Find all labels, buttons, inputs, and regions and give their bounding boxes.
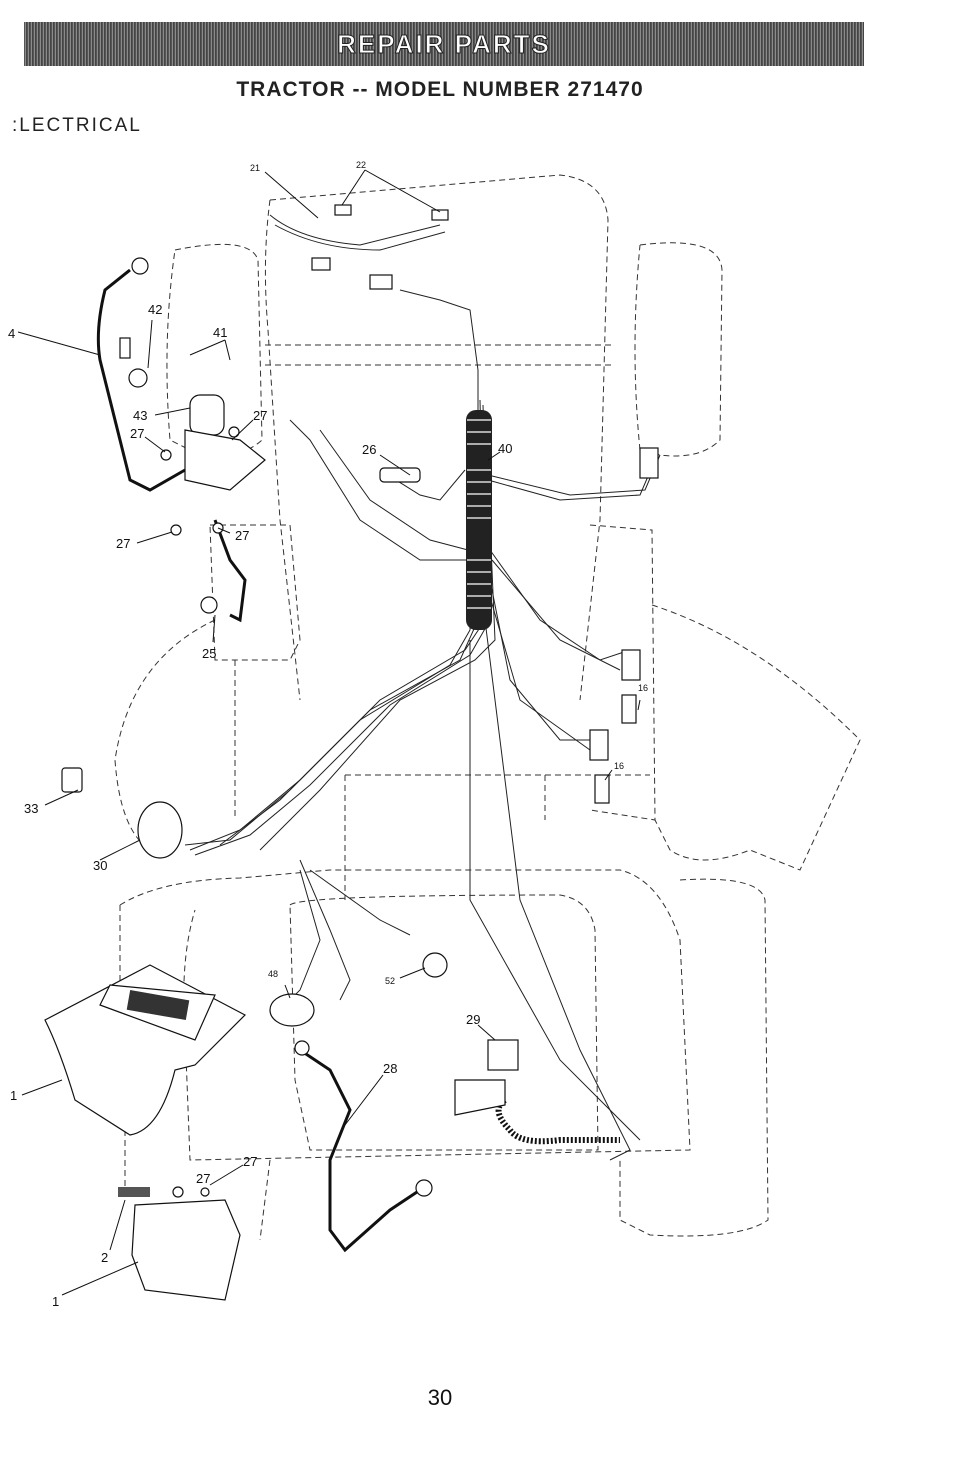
- callout-labels: 21 22 4 42 41 43 27 27 27 27 26 40 25 16…: [8, 160, 648, 1309]
- solenoid-43: [189, 394, 225, 436]
- label-29: 29: [466, 1012, 480, 1027]
- plug-29: [454, 1079, 506, 1116]
- label-27f: 27: [196, 1171, 210, 1186]
- ring-terminal-28b: [415, 1179, 433, 1197]
- switch-16a: [621, 694, 637, 724]
- label-1-box: 1: [10, 1088, 17, 1103]
- label-42: 42: [148, 302, 162, 317]
- nut-27f: [200, 1187, 210, 1197]
- label-52: 52: [385, 976, 395, 986]
- ignition-switch-30: [137, 801, 183, 859]
- label-27d: 27: [235, 528, 249, 543]
- switch-16b-plug: [589, 729, 609, 761]
- label-26: 26: [362, 442, 376, 457]
- nut-27d: [228, 426, 240, 438]
- connector-52: [422, 952, 448, 978]
- connector-21: [311, 257, 331, 271]
- ring-terminal-25: [200, 596, 218, 614]
- fuse-22a: [334, 204, 352, 216]
- label-27a: 27: [130, 426, 144, 441]
- label-25: 25: [202, 646, 216, 661]
- nut-27a: [160, 449, 172, 461]
- battery-cables: [96, 268, 620, 1253]
- cap-42: [128, 368, 148, 388]
- connector-top: [369, 274, 393, 290]
- key-33: [61, 767, 83, 793]
- label-22: 22: [356, 160, 366, 170]
- label-2: 2: [101, 1250, 108, 1265]
- battery: [131, 1199, 241, 1301]
- ring-terminal-28: [294, 1040, 310, 1056]
- label-21: 21: [250, 163, 260, 173]
- fuse-22b: [431, 209, 449, 221]
- page-number: 30: [427, 1385, 453, 1410]
- label-27e: 27: [243, 1154, 257, 1169]
- label-40: 40: [498, 441, 512, 456]
- label-33: 33: [24, 801, 38, 816]
- label-16a: 16: [638, 683, 648, 693]
- banner-title: REPAIR PARTS: [337, 28, 551, 59]
- label-28: 28: [383, 1061, 397, 1076]
- solenoid-bracket: [184, 429, 266, 491]
- label-30: 30: [93, 858, 107, 873]
- model-title: TRACTOR -- MODEL NUMBER 271470: [236, 78, 644, 101]
- switch-16a-plug: [621, 649, 641, 681]
- switch-16b: [594, 774, 610, 804]
- wiring-harness: [184, 214, 661, 1161]
- section-title: :LECTRICAL: [12, 115, 142, 136]
- label-1: 1: [52, 1294, 59, 1309]
- label-41: 41: [213, 325, 227, 340]
- light-48: [269, 993, 315, 1027]
- label-27b: 27: [253, 408, 267, 423]
- label-48: 48: [268, 969, 278, 979]
- label-16b: 16: [614, 761, 624, 771]
- repair-parts-banner: REPAIR PARTS: [24, 22, 864, 66]
- ring-terminal-4: [131, 257, 149, 275]
- leader-lines: [17, 169, 641, 1296]
- bolt-2: [118, 1187, 150, 1197]
- harness-sleeve: [466, 410, 492, 630]
- relay-29: [487, 1039, 519, 1071]
- tractor-outline: [114, 174, 861, 1241]
- fuse-holder-26: [379, 467, 421, 483]
- label-4: 4: [8, 326, 15, 341]
- switch-right: [639, 447, 659, 479]
- label-27c: 27: [116, 536, 130, 551]
- parts: [44, 204, 659, 1301]
- label-43: 43: [133, 408, 147, 423]
- nut-27b: [170, 524, 182, 536]
